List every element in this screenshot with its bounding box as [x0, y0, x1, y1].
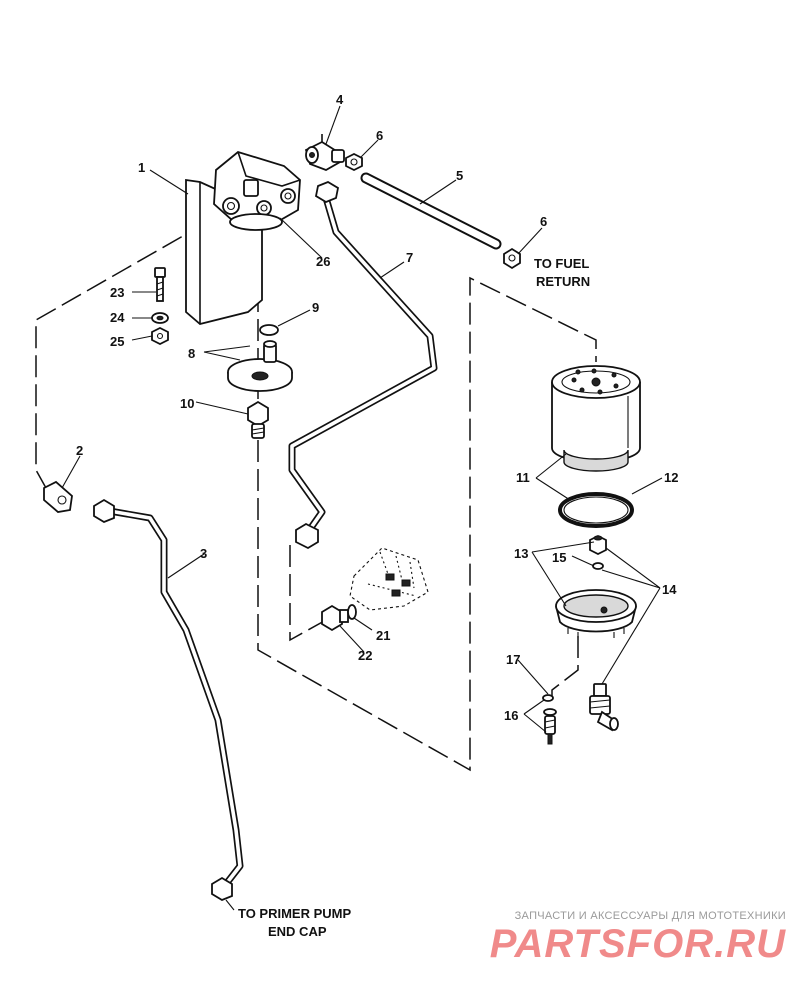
watermark-caption: ЗАПЧАСТИ И АКСЕССУАРЫ ДЛЯ МОТОТЕХНИКИ — [514, 910, 786, 922]
callout-10: 10 — [180, 396, 194, 411]
destination-labels: TO FUEL RETURN TO PRIMER PUMP END CAP — [238, 256, 590, 939]
fuel-filter-element — [551, 365, 641, 472]
watermark-logo: PARTSFOR.RU — [489, 922, 786, 966]
small-elbow-fitting — [43, 480, 73, 513]
callout-3: 3 — [200, 546, 207, 561]
callout-2: 2 — [76, 443, 83, 458]
bleed-screw-14 — [589, 534, 607, 556]
label-to-primer-pump-line2: END CAP — [268, 924, 327, 939]
adapter-8 — [227, 340, 293, 392]
callout-5: 5 — [456, 168, 463, 183]
callout-6-upper: 6 — [376, 128, 383, 143]
drain-valve-14 — [589, 683, 619, 732]
callout-26: 26 — [316, 254, 330, 269]
fuel-line-3 — [93, 498, 244, 902]
fuel-return-hose — [360, 172, 502, 250]
callout-15: 15 — [552, 550, 566, 565]
connector-10 — [247, 400, 269, 439]
callout-6-lower: 6 — [540, 214, 547, 229]
callout-11: 11 — [516, 470, 530, 485]
washer-21 — [347, 604, 357, 620]
bolt-23 — [154, 267, 166, 302]
fitting-22 — [321, 604, 349, 632]
label-to-fuel-return-line2: RETURN — [536, 274, 590, 289]
hex-nut-lower — [503, 247, 521, 270]
callout-22: 22 — [358, 648, 372, 663]
sensor-16 — [543, 708, 557, 745]
callout-7: 7 — [406, 250, 413, 265]
callout-9: 9 — [312, 300, 319, 315]
leader-lines — [61, 105, 663, 911]
callout-21: 21 — [376, 628, 390, 643]
o-ring-9 — [259, 324, 279, 336]
injection-pump-sketch — [349, 547, 429, 611]
seal-ring-12 — [558, 492, 634, 528]
elbow-fitting — [304, 134, 345, 171]
callout-14: 14 — [662, 582, 677, 597]
callout-12: 12 — [664, 470, 678, 485]
callout-17: 17 — [506, 652, 520, 667]
washer-24 — [151, 312, 169, 324]
o-ring-17 — [542, 694, 554, 702]
callout-1: 1 — [138, 160, 145, 175]
callout-8: 8 — [188, 346, 195, 361]
nut-25 — [151, 326, 169, 346]
callout-23: 23 — [110, 285, 124, 300]
fuel-line-7 — [288, 180, 438, 550]
callout-13: 13 — [514, 546, 528, 561]
callout-4: 4 — [336, 92, 344, 107]
callout-numbers: 1 2 3 4 5 6 6 7 8 9 10 11 12 13 14 15 16… — [76, 92, 678, 723]
label-to-primer-pump-line1: TO PRIMER PUMP — [238, 906, 351, 921]
hex-nut-upper — [345, 152, 363, 172]
washer-15 — [592, 562, 604, 570]
watermark: ЗАПЧАСТИ И АКСЕССУАРЫ ДЛЯ МОТОТЕХНИКИ PA… — [486, 910, 786, 966]
filter-base-bracket — [185, 150, 301, 325]
callout-24: 24 — [110, 310, 125, 325]
callout-25: 25 — [110, 334, 124, 349]
assembly-dashed-lines — [35, 207, 597, 772]
filter-bowl-13 — [555, 589, 637, 638]
label-to-fuel-return-line1: TO FUEL — [534, 256, 589, 271]
callout-16: 16 — [504, 708, 518, 723]
